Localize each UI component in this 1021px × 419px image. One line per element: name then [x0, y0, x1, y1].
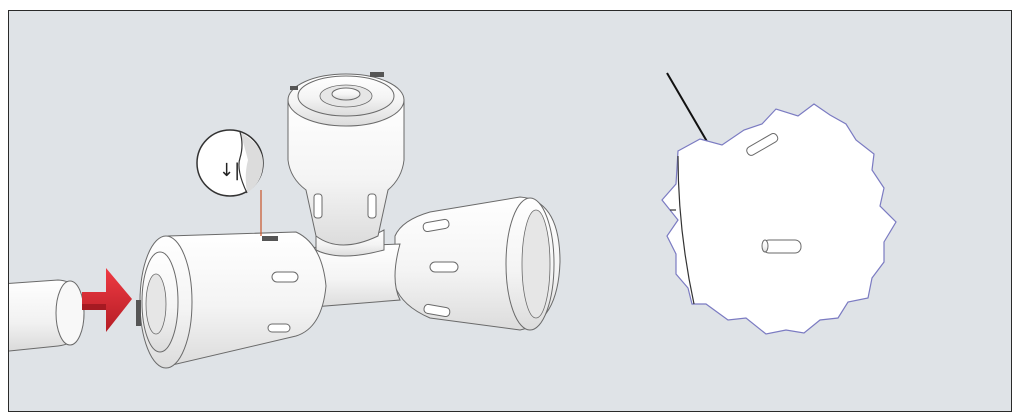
tee-fitting	[136, 72, 561, 369]
frame-border	[8, 10, 1012, 412]
push-direction-arrow-icon	[82, 268, 132, 332]
pipe	[8, 279, 85, 352]
callout-symbol: ↓|	[219, 160, 240, 181]
fitting-detail-view	[661, 103, 897, 335]
insertion-depth-callout-icon: ↓|	[196, 129, 264, 197]
